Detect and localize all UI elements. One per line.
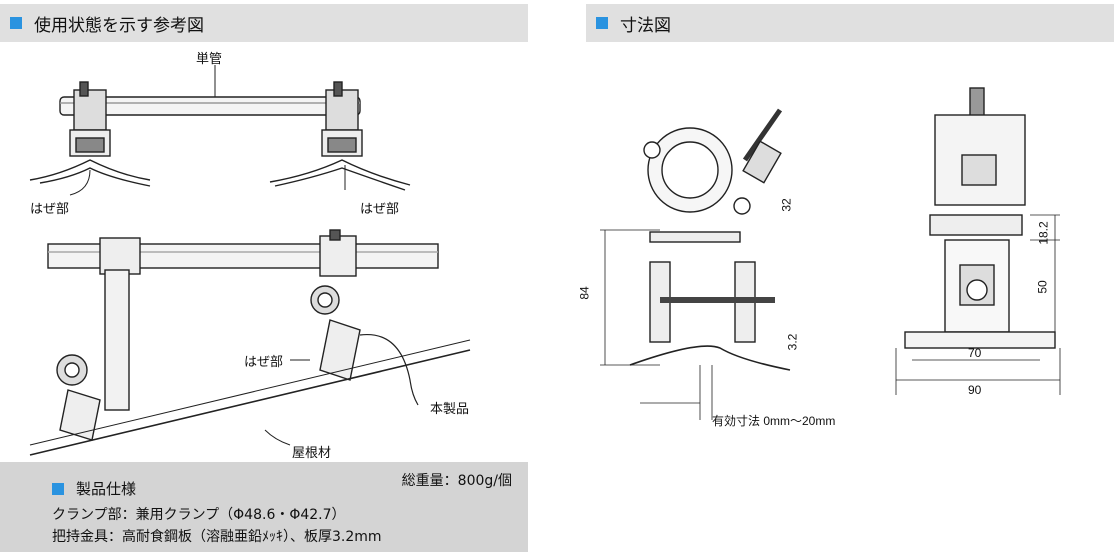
dimension-50: 50 xyxy=(1035,280,1050,294)
total-weight: 総重量：800g/個 xyxy=(401,473,512,489)
dimension-18-2: 18.2 xyxy=(1036,221,1051,245)
usage-section-title: 使用状態を示す参考図 xyxy=(34,15,204,36)
spec-title: 製品仕様 xyxy=(76,480,137,498)
seam-label-left: はぜ部 xyxy=(30,202,70,217)
dimension-84: 84 xyxy=(577,286,592,300)
usage-top-illustration xyxy=(29,65,411,196)
spec-title-row: 製品仕様 xyxy=(52,478,136,499)
dimension-32-upper: 32 xyxy=(779,198,794,212)
dimension-side-view xyxy=(600,108,791,420)
product-spec-box: 製品仕様 総重量：800g/個 クランプ部：兼用クランプ（Φ48.6・Φ42.7… xyxy=(0,462,528,552)
dimension-section-header: 寸法図 xyxy=(586,4,1114,42)
usage-bottom-illustration xyxy=(29,229,471,456)
single-pipe-label: 単管 xyxy=(196,52,223,67)
blue-square-icon xyxy=(596,17,608,29)
usage-section-header: 使用状態を示す参考図 xyxy=(0,4,528,42)
dimension-70: 70 xyxy=(968,346,982,360)
roof-material-label: 屋根材 xyxy=(292,446,332,461)
spec-clamp-line: クランプ部：兼用クランプ（Φ48.6・Φ42.7） xyxy=(52,507,346,523)
seam-label-right: はぜ部 xyxy=(360,202,400,217)
dimension-section-title: 寸法図 xyxy=(620,15,671,36)
blue-square-icon xyxy=(52,482,64,495)
dimension-3-2: 3.2 xyxy=(785,333,800,351)
blue-square-icon xyxy=(10,17,22,29)
dimension-front-view xyxy=(895,87,1061,395)
spec-holder-line: 把持金具：高耐食鋼板（溶融亜鉛ﾒｯｷ）、板厚3.2mm xyxy=(52,529,382,545)
effective-dimension-label: 有効寸法 0mm～20mm xyxy=(712,414,836,428)
seam-label-lower: はぜ部 xyxy=(244,355,284,370)
dimension-90: 90 xyxy=(968,383,982,397)
product-label: 本製品 xyxy=(430,402,470,417)
